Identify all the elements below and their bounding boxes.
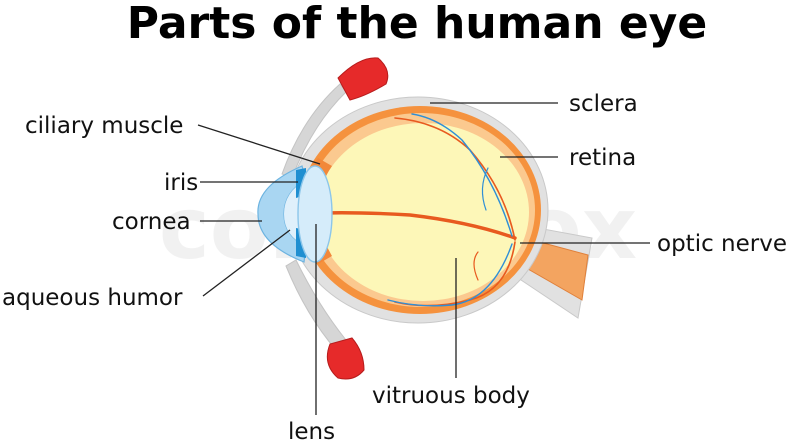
- leader-aqueous-humor: [202, 229, 291, 297]
- labels: sclera retina ciliary muscle iris cornea…: [2, 91, 787, 443]
- label-sclera: sclera: [569, 91, 638, 117]
- label-retina: retina: [569, 145, 636, 171]
- label-aqueous-humor: aqueous humor: [2, 285, 183, 311]
- label-cornea: cornea: [112, 209, 191, 235]
- label-iris: iris: [164, 170, 198, 196]
- upper-muscle: [281, 57, 389, 179]
- leader-lines: [197, 102, 650, 415]
- blood-vessels: [320, 113, 517, 307]
- label-ciliary-muscle: ciliary muscle: [25, 113, 183, 139]
- page-title: Parts of the human eye: [127, 0, 707, 49]
- lens-shape: [297, 165, 333, 263]
- eye-illustration: [257, 57, 593, 380]
- label-lens: lens: [288, 419, 335, 443]
- leader-ciliary-muscle: [197, 124, 321, 165]
- label-optic-nerve: optic nerve: [657, 231, 787, 257]
- label-vitreous-body: vitruous body: [372, 383, 530, 409]
